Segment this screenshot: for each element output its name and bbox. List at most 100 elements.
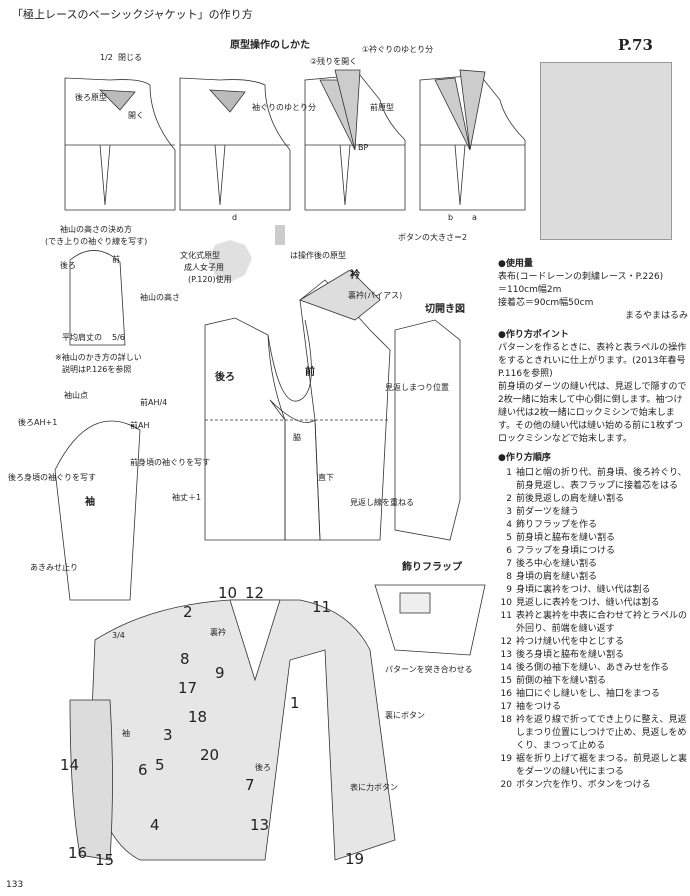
- svg-text:1: 1: [290, 694, 300, 712]
- step-number: 19: [500, 754, 512, 764]
- label-straight: 直下: [318, 472, 334, 482]
- step-text: 衿を返り線で折ってでき上りに整え、見返しまつり位置にしつけで止め、見返しをめくり…: [516, 715, 687, 751]
- back-bodice: [204, 317, 286, 541]
- label-sleeve-len: 袖丈＋1: [172, 492, 201, 502]
- step-number: 13: [500, 650, 512, 660]
- svg-text:17: 17: [178, 679, 197, 697]
- badge-bunka: 文化式原型 成人女子用 (P.120)使用: [180, 240, 252, 284]
- label-side: 脇: [293, 433, 301, 442]
- instructions-column: ●使用量 表布(コードレーンの刺繍レース・P.226) ＝110cm幅2m 接着…: [498, 252, 688, 792]
- step-number: 3: [506, 507, 512, 517]
- order-step: 13 後ろ身頃と脇布を縫い割る: [498, 649, 688, 662]
- svg-text:19: 19: [345, 850, 364, 868]
- points-p1: パターンを作るときに、表衿と表ラペルの操作をするときれいに仕上がります。(201…: [498, 343, 687, 379]
- legend-swatch: [275, 225, 285, 245]
- sleeve-piece: [54, 420, 141, 601]
- label-a: a: [472, 213, 477, 222]
- label-front-block: 前原型: [370, 102, 394, 112]
- step-number: 6: [506, 546, 512, 556]
- sleeve-note-ref2: 説明はP.126を参照: [62, 364, 131, 374]
- label-button-size: ボタンの大きさ＝2: [398, 232, 467, 242]
- svg-text:8: 8: [180, 650, 190, 668]
- label-close: 閉じる: [118, 53, 142, 62]
- label-under-collar: 裏衿(バイアス): [348, 290, 402, 300]
- sleeve-note-sub: (でき上りの袖ぐり線を写す): [45, 236, 147, 246]
- label-front-ah: 前AH: [130, 420, 150, 430]
- label-back: 後ろ: [215, 370, 235, 383]
- label-armhole-ease: ①衿ぐりのゆとり分: [362, 44, 433, 54]
- svg-text:11: 11: [312, 598, 331, 616]
- points-heading: ●作り方ポイント: [498, 330, 569, 340]
- svg-text:20: 20: [200, 746, 219, 764]
- label-sleeve-top: 袖山点: [64, 390, 88, 400]
- armhole-curve: [267, 319, 312, 402]
- label-frac: 1/2: [100, 53, 113, 62]
- label-overlap: 見返し線を重ねる: [350, 497, 414, 507]
- order-step: 18 衿を返り線で折ってでき上りに整え、見返しまつり位置にしつけで止め、見返しをめ…: [498, 714, 688, 753]
- model-photo: [540, 62, 672, 240]
- sleeve-note-ref: ※袖山のかき方の詳しい: [55, 352, 142, 362]
- step-text: 後ろ側の袖下を縫い、あきみせを作る: [516, 663, 670, 673]
- step-number: 5: [506, 533, 512, 543]
- step-number: 9: [506, 585, 512, 595]
- front-block-1: [304, 74, 406, 211]
- back-block-1: [64, 77, 176, 211]
- step-text: ボタン穴を作り、ボタンをつける: [516, 780, 651, 790]
- page-folio: 133: [6, 880, 24, 890]
- step-text: 前後見返しの肩を縫い割る: [516, 494, 625, 504]
- step-text: 飾りフラップを作る: [516, 520, 598, 530]
- step-number: 2: [506, 494, 512, 504]
- label-bp: BP: [358, 143, 368, 152]
- step-number: 15: [500, 676, 512, 686]
- label-copy-back: 後ろ身頃の袖ぐりを写す: [8, 472, 96, 482]
- step-text: 後ろ身頃と脇布を縫い割る: [516, 650, 625, 660]
- label-open-stop: あきみせ止り: [30, 562, 78, 572]
- pattern-title: 原型操作のしかた: [230, 38, 310, 51]
- sleeve-note-title: 袖山の高さの決め方: [60, 224, 132, 234]
- sleeve-note-front: 前: [112, 254, 120, 264]
- materials-author: まるやまはるみ: [624, 311, 688, 321]
- label-d: d: [232, 213, 237, 222]
- svg-text:13: 13: [250, 816, 269, 834]
- assembly-label-back: 後ろ: [255, 762, 271, 772]
- svg-text:4: 4: [150, 816, 160, 834]
- label-sleeve-ease: 袖ぐりのゆとり分: [252, 102, 316, 112]
- step-text: 前ダーツを縫う: [516, 507, 579, 517]
- points-p2: 前身頃のダーツの縫い代は、見返しで隠すので2枚一緒に始末して中心側に倒します。袖…: [498, 382, 687, 444]
- order-step: 2 前後見返しの肩を縫い割る: [498, 493, 688, 506]
- materials-line3: 接着芯＝90cm幅50cm: [498, 298, 594, 308]
- step-text: 表衿と裏衿を中表に合わせて衿とラペルの外回り、前端を縫い返す: [516, 611, 688, 634]
- step-text: 袖口と帽の折り代、前身頃、後ろ衿ぐり、前身見返し、表フラップに接着芯をはる: [516, 468, 687, 491]
- sleeve-note-height: 袖山の高さ: [140, 292, 180, 302]
- side-panel: [269, 399, 321, 541]
- step-text: 衿つけ縫い代を中とじする: [516, 637, 625, 647]
- svg-text:14: 14: [60, 756, 79, 774]
- step-number: 20: [500, 780, 512, 790]
- step-number: 18: [500, 715, 512, 725]
- step-text: 後ろ中心を縫い割る: [516, 559, 598, 569]
- svg-text:15: 15: [95, 851, 114, 869]
- svg-text:2: 2: [183, 603, 193, 621]
- step-text: 身頃に裏衿をつけ、縫い代は割る: [516, 585, 651, 595]
- order-step: 3 前ダーツを縫う: [498, 506, 688, 519]
- page-number: P.73: [618, 36, 653, 54]
- assembly-label-button: 表に力ボタン: [350, 782, 398, 792]
- assembly-label-under: 裏衿: [210, 627, 226, 637]
- sleeve-note-avg: 平均肩丈の: [62, 332, 102, 342]
- svg-text:18: 18: [188, 708, 207, 726]
- legend-after-op: は操作後の原型: [290, 250, 346, 260]
- label-match: パターンを突き合わせる: [385, 664, 473, 674]
- step-number: 8: [506, 572, 512, 582]
- label-flap: 飾りフラップ: [402, 560, 463, 573]
- pattern-diagrams: 原型操作のしかた 1/2 閉じる 開く 後ろ原型 袖ぐりのゆとり分 ①衿ぐりのゆ…: [8, 38, 526, 869]
